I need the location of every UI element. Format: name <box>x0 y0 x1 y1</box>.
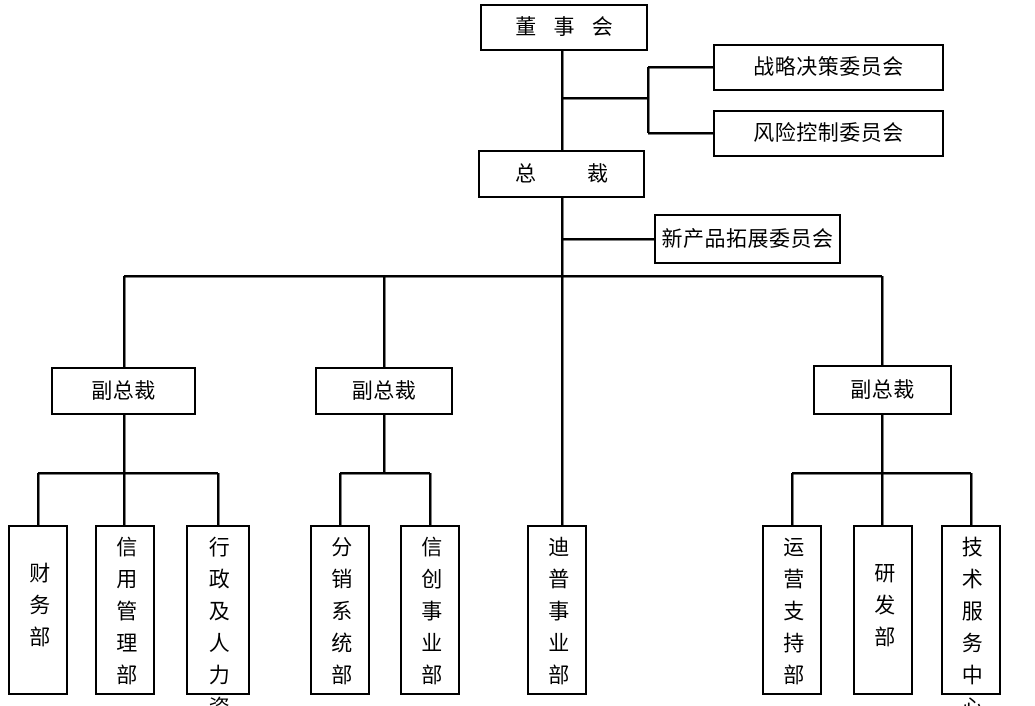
node-dept-admin-hr[interactable]: 行政及人力资源部 <box>186 525 250 706</box>
node-risk-committee[interactable]: 风险控制委员会 <box>713 110 944 157</box>
node-new-product-committee-label: 新产品拓展委员会 <box>661 226 834 251</box>
node-dept-admin-hr-label: 行政及人力资源部 <box>206 536 231 706</box>
node-dept-tech-service[interactable]: 技术服务中心 <box>941 525 1001 706</box>
node-vp-right-label: 副总裁 <box>850 377 915 402</box>
node-dept-rnd[interactable]: 研发部 <box>853 525 913 695</box>
node-vp-right[interactable]: 副总裁 <box>813 365 952 415</box>
node-dept-xinchuang[interactable]: 信创事业部 <box>400 525 460 696</box>
node-dept-distribution-label: 分销系统部 <box>328 536 353 696</box>
node-dept-operations-label: 运营支持部 <box>780 536 805 696</box>
node-dept-finance-label: 财务部 <box>26 562 51 658</box>
node-board-label: 董 事 会 <box>515 15 619 39</box>
node-dept-dptech[interactable]: 迪普事业部 <box>527 525 587 696</box>
node-dept-credit-label: 信用管理部 <box>113 536 138 696</box>
node-new-product-committee[interactable]: 新产品拓展委员会 <box>654 214 841 264</box>
node-president[interactable]: 总 裁 <box>478 150 645 198</box>
node-dept-dptech-label: 迪普事业部 <box>545 536 570 696</box>
node-dept-credit[interactable]: 信用管理部 <box>95 525 155 696</box>
node-vp-left-label: 副总裁 <box>91 378 156 403</box>
node-strategy-committee-label: 战略决策委员会 <box>753 55 904 79</box>
node-strategy-committee[interactable]: 战略决策委员会 <box>713 44 944 91</box>
node-dept-operations[interactable]: 运营支持部 <box>762 525 822 696</box>
node-president-label: 总 裁 <box>515 161 614 186</box>
node-vp-mid-label: 副总裁 <box>351 378 417 403</box>
node-dept-rnd-label: 研发部 <box>871 562 896 658</box>
node-dept-tech-service-label: 技术服务中心 <box>959 536 984 706</box>
node-board[interactable]: 董 事 会 <box>480 4 648 51</box>
node-risk-committee-label: 风险控制委员会 <box>753 121 904 145</box>
node-vp-left[interactable]: 副总裁 <box>51 367 196 415</box>
node-dept-finance[interactable]: 财务部 <box>8 525 68 695</box>
node-vp-mid[interactable]: 副总裁 <box>315 367 453 415</box>
node-dept-distribution[interactable]: 分销系统部 <box>310 525 370 696</box>
node-dept-xinchuang-label: 信创事业部 <box>418 536 443 696</box>
